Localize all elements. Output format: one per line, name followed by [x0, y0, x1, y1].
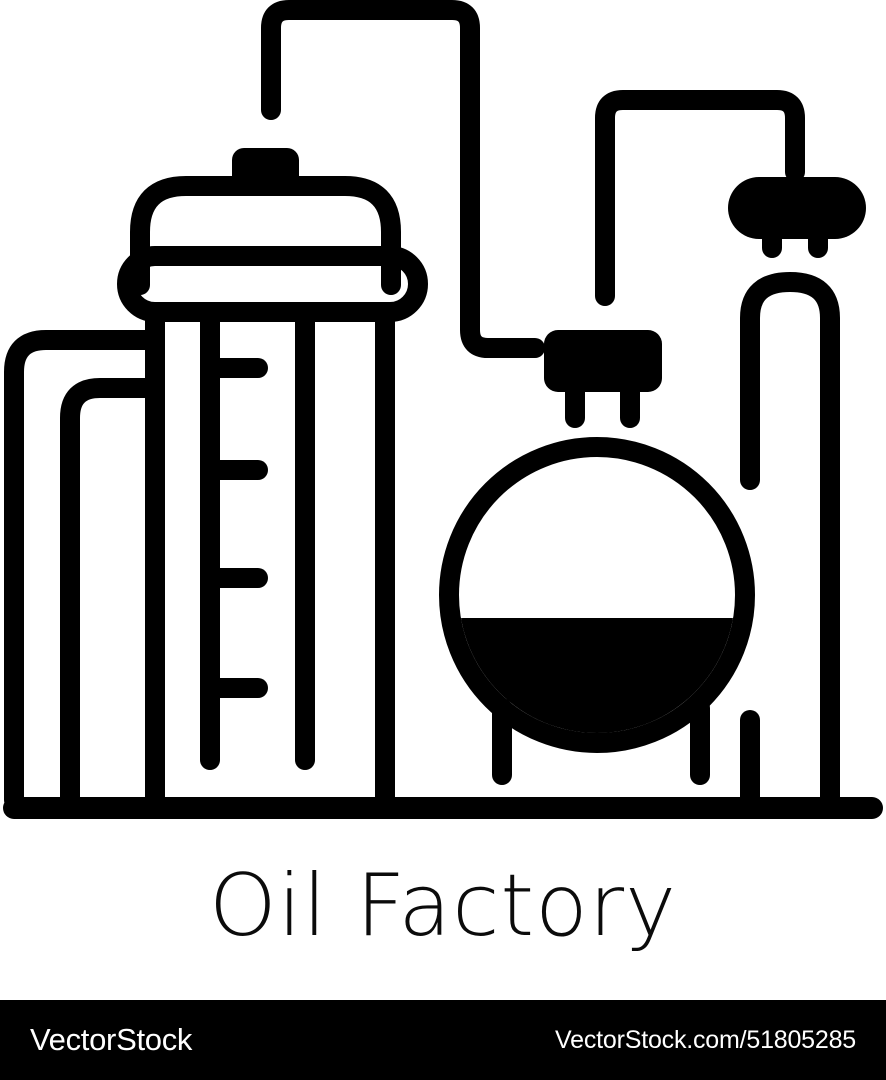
icon-fills [232, 148, 866, 733]
pipe-left-inner [60, 378, 155, 810]
tower-cap [232, 148, 299, 196]
valve-rounded [728, 177, 866, 239]
valve-rectangular [544, 330, 662, 392]
oil-factory-icon [3, 0, 883, 819]
vectorstock-url: VectorStock.com/51805285 [555, 1025, 856, 1054]
vectorstock-footer: VectorStock VectorStock.com/51805285 [0, 1000, 886, 1080]
artwork-area [3, 0, 883, 819]
tower-dome [130, 176, 401, 295]
pipe-top-right-arch [595, 90, 805, 306]
pipe-left-outer [4, 330, 155, 810]
pipe-top-left-arch [261, 0, 545, 358]
tower-band [117, 246, 428, 322]
page-title: Oil Factory [209, 856, 677, 956]
tank-oil-level [459, 618, 735, 733]
pipe-right-arch [740, 272, 840, 818]
vectorstock-brand: VectorStock [30, 1022, 193, 1057]
icon-strokes [3, 0, 883, 819]
spherical-storage-tank [439, 437, 755, 753]
